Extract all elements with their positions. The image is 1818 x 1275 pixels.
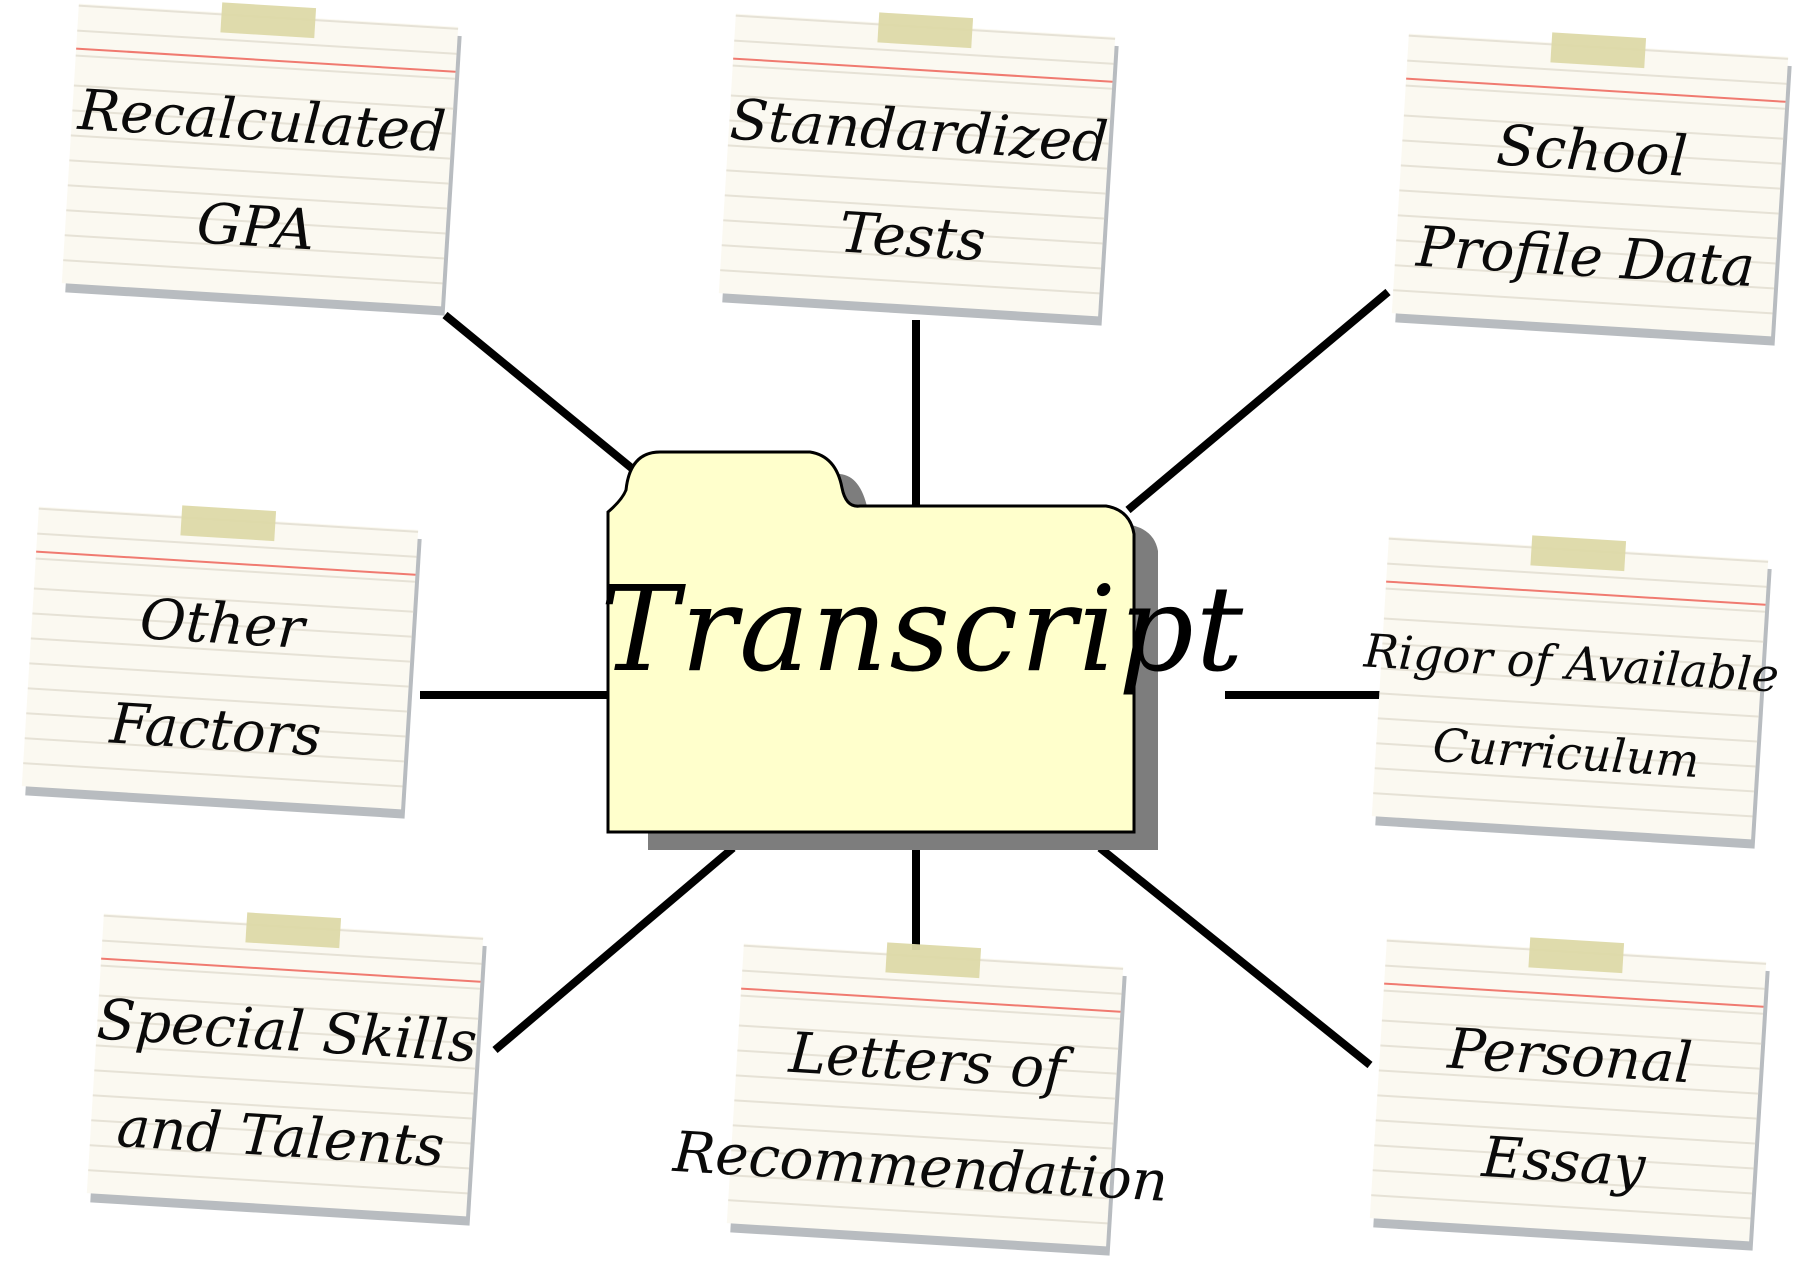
card-line-2: Recommendation <box>671 1119 1170 1215</box>
card-school-profile-data: School Profile Data <box>1391 32 1789 337</box>
tape-strip <box>1530 535 1627 572</box>
connector-special-skills <box>492 844 736 1054</box>
card-line-2: Tests <box>837 200 988 275</box>
card-line-1: Recalculated <box>76 77 448 166</box>
card-line-1: Rigor of Available <box>1362 623 1781 703</box>
tape-strip <box>1550 32 1647 69</box>
tape-strip <box>877 12 974 49</box>
card-label: Standardized Tests <box>728 74 1110 296</box>
card-line-2: and Talents <box>114 1094 447 1180</box>
card-line-2: GPA <box>194 191 317 264</box>
card-line-2: Factors <box>108 691 324 770</box>
card-special-skills-and-talents: Special Skills and Talents <box>86 912 484 1217</box>
card-label: Letters of Recommendation <box>671 1004 1169 1226</box>
card-line-1: School <box>1494 113 1690 190</box>
card-line-1: Personal <box>1445 1016 1695 1097</box>
tape-strip <box>180 505 277 542</box>
card-standardized-tests: Standardized Tests <box>718 12 1116 317</box>
card-label: Special Skills and Talents <box>95 974 479 1196</box>
card-label: Recalculated GPA <box>73 64 447 286</box>
card-label: Personal Essay <box>1381 999 1753 1221</box>
connector-school-profile-data <box>1125 288 1391 514</box>
card-label: School Profile Data <box>1403 94 1775 316</box>
card-personal-essay: Personal Essay <box>1369 937 1767 1242</box>
card-line-1: Standardized <box>728 87 1110 176</box>
card-line-2: Curriculum <box>1431 717 1701 788</box>
connector-recalculated-gpa <box>442 311 643 479</box>
card-line-1: Letters of <box>787 1020 1067 1103</box>
card-rigor-of-available-curriculum: Rigor of Available Curriculum <box>1363 535 1781 840</box>
tape-strip <box>220 2 317 39</box>
tape-strip <box>1528 937 1625 974</box>
card-letters-of-recommendation: Letters of Recommendation <box>671 942 1170 1247</box>
transcript-folder: Transcript <box>600 450 1246 854</box>
card-recalculated-gpa: Recalculated GPA <box>61 2 459 307</box>
card-label: Rigor of Available Curriculum <box>1363 597 1781 819</box>
tape-strip <box>245 912 342 949</box>
folder-body <box>606 450 1136 834</box>
card-line-1: Other <box>138 587 307 663</box>
folder-icon <box>606 450 1158 854</box>
folder-title: Transcript <box>600 560 1246 698</box>
card-line-2: Essay <box>1480 1124 1648 1200</box>
tape-strip <box>885 942 982 979</box>
card-label: Other Factors <box>33 567 405 789</box>
connector-personal-essay <box>1097 844 1373 1069</box>
card-other-factors: Other Factors <box>21 505 419 810</box>
card-line-2: Profile Data <box>1414 214 1757 301</box>
